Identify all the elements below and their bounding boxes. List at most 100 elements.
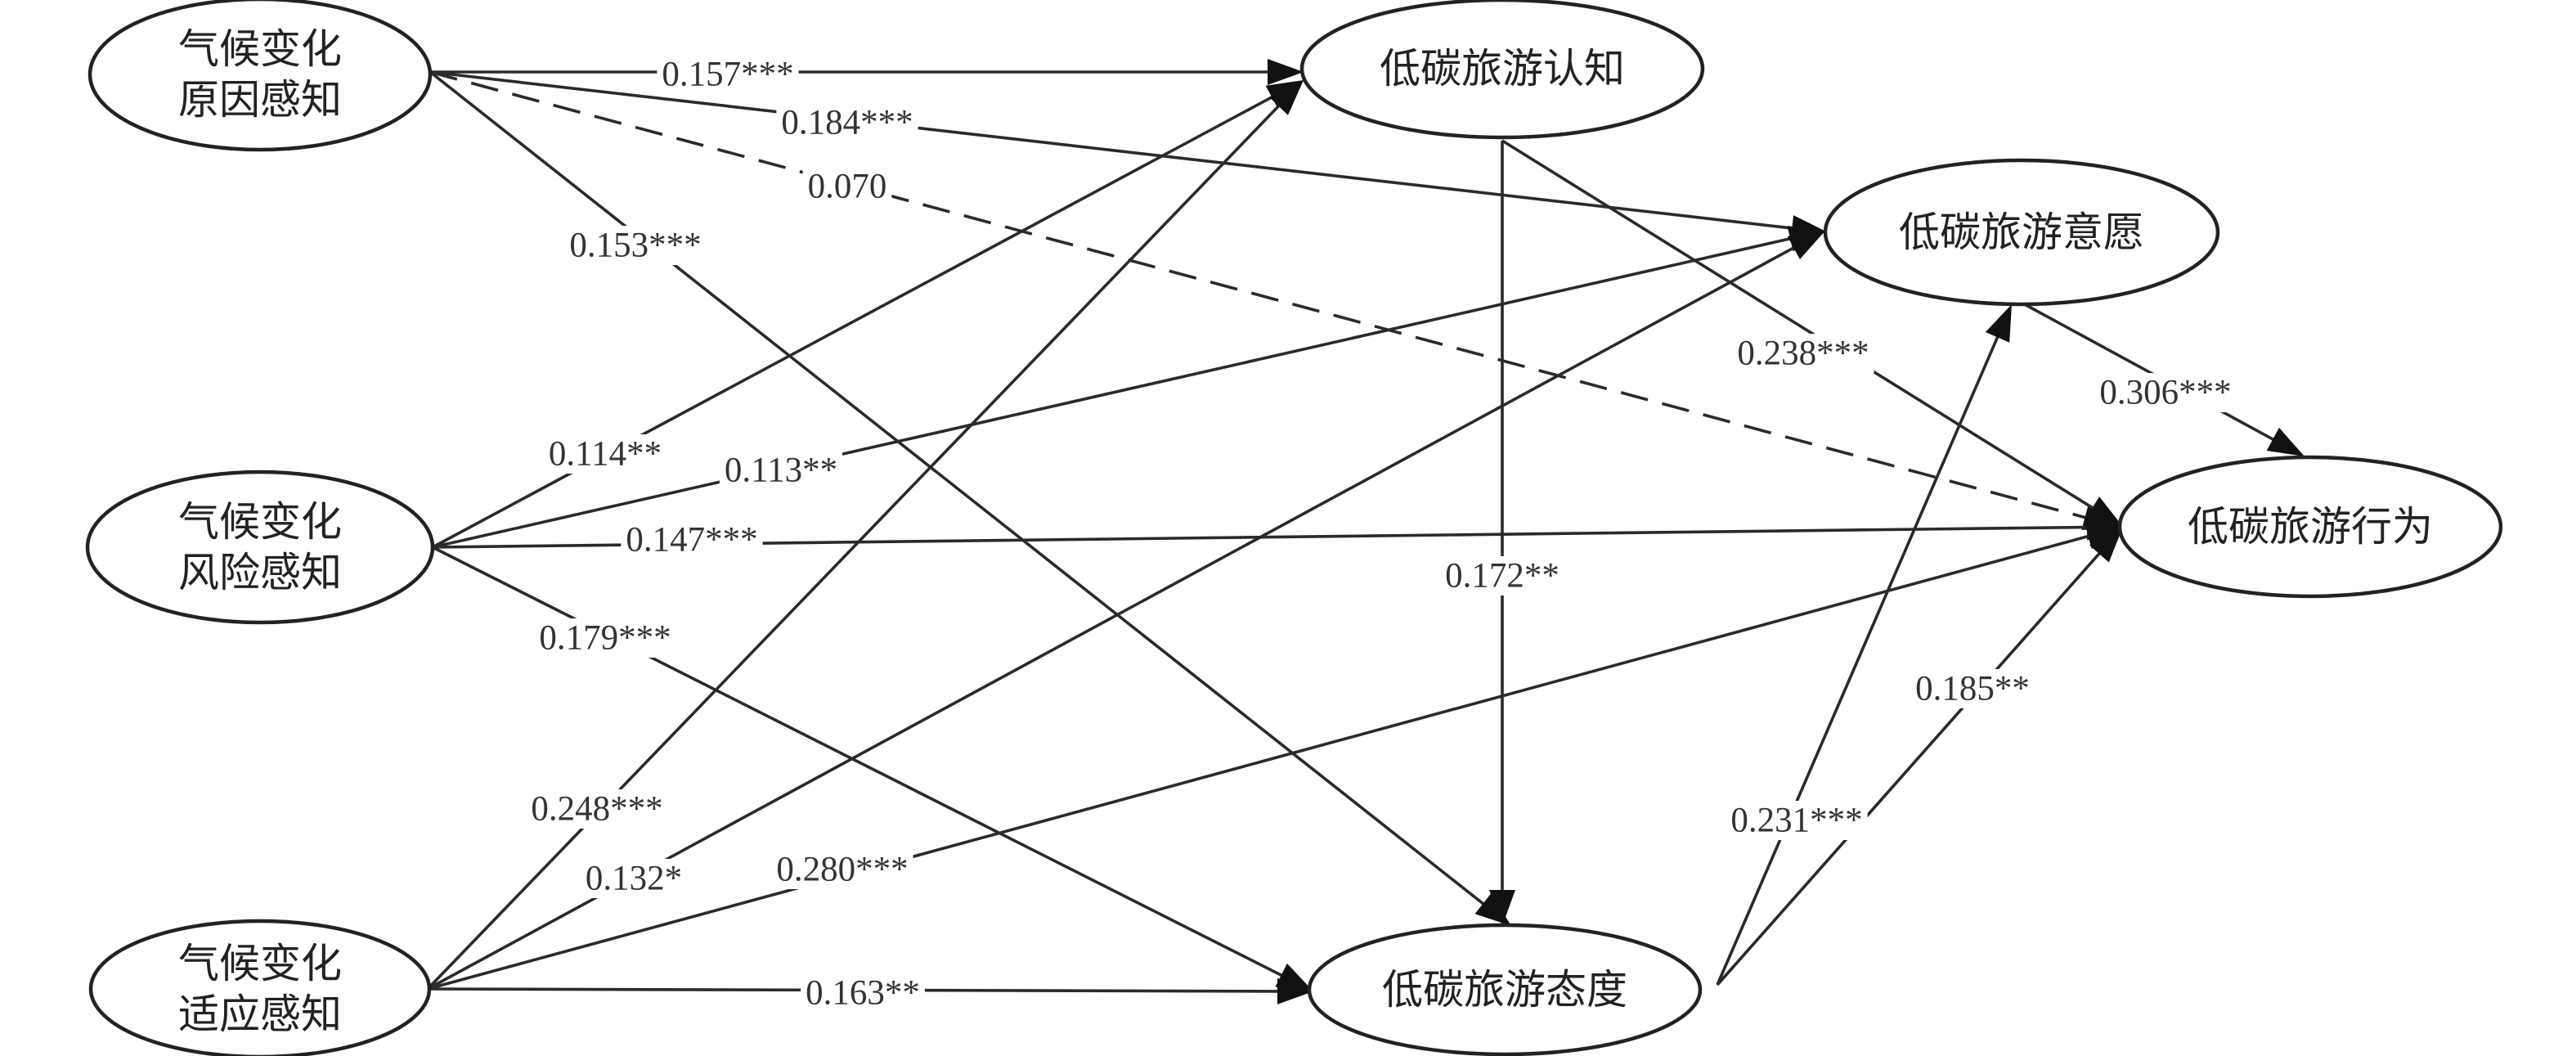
coefficient-background bbox=[1440, 556, 1564, 595]
construct-node-intention: 低碳旅游意愿 bbox=[1823, 158, 2220, 307]
coefficient-label: 0.147*** bbox=[626, 521, 757, 559]
node-ellipse-risk bbox=[85, 470, 435, 625]
coefficient-label: 0.172** bbox=[1445, 557, 1560, 595]
coefficient-background bbox=[776, 103, 918, 142]
path-coefficient-adapt-to-cognition: 0.248*** bbox=[526, 789, 668, 829]
coefficient-label: 0.185** bbox=[1915, 670, 2030, 708]
path-line-cause-to-attitude bbox=[429, 70, 1487, 907]
arrowhead-cognition-to-behavior bbox=[2085, 497, 2123, 527]
arrowhead-adapt-to-cognition bbox=[1268, 80, 1304, 115]
coefficient-background bbox=[771, 850, 913, 889]
path-coefficient-adapt-to-intention: 0.132* bbox=[580, 859, 688, 898]
node-ellipse-cognition bbox=[1299, 0, 1705, 140]
path-coefficient-intention-to-behavior: 0.306*** bbox=[2094, 373, 2237, 412]
coefficient-background bbox=[801, 973, 925, 1013]
path-coefficient-cause-to-attitude: 0.153*** bbox=[564, 226, 707, 265]
arrowhead-attitude-to-behavior bbox=[2089, 527, 2123, 563]
coefficient-label: 0.179*** bbox=[539, 619, 671, 658]
coefficient-label: 0.163** bbox=[806, 974, 920, 1013]
coefficient-label: 0.184*** bbox=[781, 104, 913, 142]
path-arrow-cognition-to-behavior bbox=[1501, 139, 2123, 527]
coefficient-background bbox=[621, 520, 763, 559]
path-coefficient-risk-to-cognition: 0.114** bbox=[543, 434, 667, 474]
coefficient-background bbox=[1726, 801, 1868, 840]
path-arrow-risk-to-attitude bbox=[432, 546, 1313, 991]
node-ellipse-attitude bbox=[1307, 923, 1703, 1056]
node-label-behavior-line-1: 低碳旅游行为 bbox=[2188, 503, 2433, 550]
coefficient-background bbox=[580, 859, 688, 898]
path-coefficient-cause-to-intention: 0.184*** bbox=[776, 103, 918, 142]
path-line-adapt-to-cognition bbox=[426, 102, 1282, 991]
node-ellipse-intention bbox=[1823, 158, 2220, 307]
construct-nodes-layer: 气候变化原因感知气候变化风险感知气候变化适应感知低碳旅游认知低碳旅游意愿低碳旅游… bbox=[85, 0, 2503, 1056]
node-ellipse-cause bbox=[88, 0, 433, 152]
coefficient-label: 0.248*** bbox=[531, 790, 662, 829]
coefficient-background bbox=[526, 789, 668, 829]
path-arrow-intention-to-behavior bbox=[2021, 301, 2304, 456]
coefficient-background bbox=[1732, 334, 1874, 373]
node-ellipse-adapt bbox=[88, 919, 432, 1056]
path-coefficient-risk-to-behavior: 0.147*** bbox=[621, 520, 763, 559]
coefficient-label: 0.153*** bbox=[569, 227, 701, 265]
coefficient-label: 0.238*** bbox=[1737, 335, 1869, 373]
path-line-intention-to-behavior bbox=[2021, 301, 2277, 443]
coefficient-background bbox=[2094, 373, 2237, 412]
node-label-adapt-line-1: 气候变化 bbox=[178, 940, 342, 987]
path-coefficient-adapt-to-behavior: 0.280*** bbox=[771, 850, 913, 889]
path-line-cause-to-behavior bbox=[429, 70, 2089, 520]
arrowhead-attitude-to-intention bbox=[1985, 304, 2012, 343]
path-coefficient-cause-to-cognition: 0.157*** bbox=[657, 55, 799, 94]
coefficient-background bbox=[534, 618, 676, 658]
path-line-attitude-to-behavior bbox=[1716, 550, 2103, 986]
path-arrow-risk-to-intention bbox=[432, 226, 1825, 549]
path-line-attitude-to-intention bbox=[1716, 333, 2000, 986]
path-line-risk-to-cognition bbox=[432, 94, 1276, 549]
path-arrow-cognition-to-attitude bbox=[1489, 141, 1515, 926]
construct-node-attitude: 低碳旅游态度 bbox=[1307, 923, 1703, 1056]
path-coefficient-cause-to-behavior: 0.070 bbox=[802, 167, 892, 206]
path-coefficient-attitude-to-intention: 0.231*** bbox=[1726, 801, 1868, 840]
coefficient-background bbox=[802, 167, 892, 206]
node-label-cognition-line-1: 低碳旅游认知 bbox=[1380, 45, 1625, 92]
coefficient-background bbox=[657, 55, 799, 94]
node-label-adapt-line-2: 适应感知 bbox=[178, 991, 342, 1038]
arrowhead-cognition-to-attitude bbox=[1489, 890, 1515, 926]
construct-node-behavior: 低碳旅游行为 bbox=[2117, 455, 2503, 599]
coefficient-label: 0.306*** bbox=[2099, 374, 2231, 412]
coefficient-label: 0.113** bbox=[725, 452, 837, 490]
arrowhead-intention-to-behavior bbox=[2266, 427, 2304, 456]
node-label-intention-line-1: 低碳旅游意愿 bbox=[1899, 209, 2144, 256]
arrowhead-adapt-to-attitude bbox=[1277, 977, 1313, 1004]
path-arrow-attitude-to-behavior bbox=[1716, 527, 2123, 986]
coefficient-label: 0.231*** bbox=[1730, 802, 1862, 840]
node-ellipse-behavior bbox=[2117, 455, 2503, 599]
node-label-risk-line-2: 风险感知 bbox=[178, 549, 342, 596]
path-arrow-adapt-to-cognition bbox=[426, 80, 1304, 991]
path-line-cause-to-intention bbox=[429, 70, 1796, 231]
path-coefficient-risk-to-intention: 0.113** bbox=[719, 451, 843, 490]
coefficient-label: 0.157*** bbox=[662, 56, 793, 94]
path-line-risk-to-intention bbox=[432, 236, 1794, 549]
path-arrow-cause-to-behavior bbox=[429, 70, 2120, 531]
path-coefficient-adapt-to-attitude: 0.163** bbox=[801, 973, 925, 1013]
path-arrow-attitude-to-intention bbox=[1716, 304, 2012, 986]
arrowhead-adapt-to-intention bbox=[1787, 231, 1825, 260]
path-coefficients-layer: 0.157*** 0.184*** 0.070 0.153*** 0.114** 0.11… bbox=[526, 55, 2237, 1013]
path-coefficient-cognition-to-behavior: 0.238*** bbox=[1732, 334, 1874, 373]
arrowhead-cause-to-cognition bbox=[1268, 59, 1304, 85]
coefficient-label: 0.114** bbox=[549, 435, 662, 474]
path-coefficient-attitude-to-behavior: 0.185** bbox=[1910, 669, 2035, 708]
path-arrow-cause-to-cognition bbox=[430, 59, 1304, 85]
path-line-risk-to-attitude bbox=[432, 546, 1286, 978]
node-label-cause-line-1: 气候变化 bbox=[178, 25, 342, 73]
coefficient-background bbox=[543, 434, 667, 474]
coefficient-background bbox=[719, 451, 843, 490]
node-label-risk-line-1: 气候变化 bbox=[178, 498, 342, 546]
path-coefficient-risk-to-attitude: 0.179*** bbox=[534, 618, 676, 658]
coefficient-label: 0.132* bbox=[586, 860, 682, 898]
coefficient-background bbox=[564, 226, 707, 265]
